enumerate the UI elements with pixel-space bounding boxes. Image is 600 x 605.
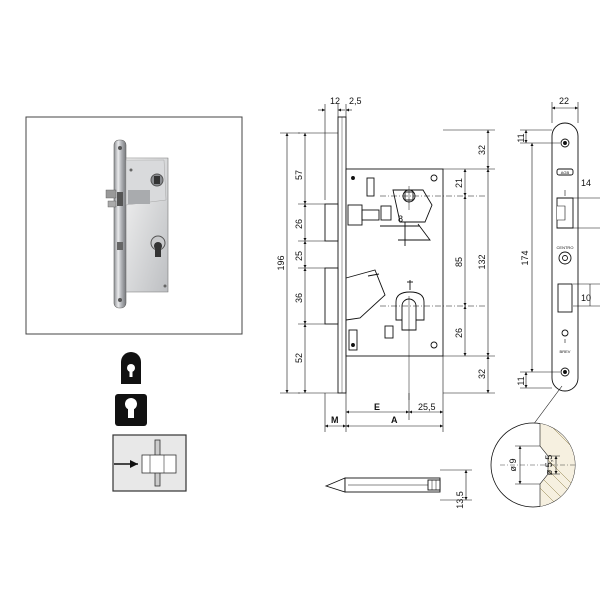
dim-faceplate-height: 174 [520, 250, 530, 265]
dim-right-inner-1: 21 [454, 178, 464, 188]
faceplate-marking-brev: BREV [560, 349, 571, 354]
dim-m-label: M [331, 415, 339, 425]
screw-hole-detail [490, 422, 576, 508]
dim-latch-window: 14 [581, 178, 591, 188]
dim-right-outer-2: 132 [477, 254, 487, 269]
dim-hole-outer: ø 9 [508, 458, 518, 471]
key-keyhole-icon [115, 352, 147, 384]
dim-a-label: A [391, 415, 398, 425]
dim-left-1: 57 [294, 170, 304, 180]
dim-plate: 2,5 [349, 96, 362, 106]
dim-right-inner-3: 26 [454, 328, 464, 338]
dim-right-inner-2: 85 [454, 257, 464, 267]
dim-offset-label: 25,5 [418, 402, 436, 412]
faceplate-brand-text: AGB [561, 170, 570, 175]
dim-top-hole: 11 [516, 133, 526, 142]
latch-side-icon [112, 434, 187, 492]
dim-faceplate-width: 22 [559, 96, 569, 106]
dim-right-outer-1: 32 [477, 145, 487, 155]
latch-size-label: 8 [398, 214, 403, 224]
dim-left-4: 36 [294, 293, 304, 303]
dim-left-2: 26 [294, 219, 304, 229]
dim-bolt-window: 10 [581, 293, 591, 303]
latch-bar-drawing [324, 469, 472, 501]
dim-faceplate-thickness: 12 [330, 96, 340, 106]
dim-left-5: 52 [294, 353, 304, 363]
euro-cylinder-icon [115, 394, 147, 426]
photo-frame [25, 116, 243, 335]
dim-bottom-hole: 11 [516, 376, 526, 385]
faceplate-view-drawing [551, 122, 579, 392]
dim-left-3: 25 [294, 251, 304, 261]
front-dimension-lines [280, 104, 495, 432]
faceplate-marking-centro: CENTRO [557, 245, 574, 250]
dim-hole-inner: ø 5,5 [544, 455, 554, 476]
dim-e-label: E [374, 402, 380, 412]
dim-right-outer-3: 32 [477, 369, 487, 379]
dim-latch-bar-height: 13,5 [455, 491, 465, 509]
dim-overall-height: 196 [276, 255, 286, 270]
front-view-drawing [324, 116, 486, 400]
faceplate-dimension-lines [520, 102, 600, 426]
mortise-lock-photo-icon [105, 139, 169, 309]
